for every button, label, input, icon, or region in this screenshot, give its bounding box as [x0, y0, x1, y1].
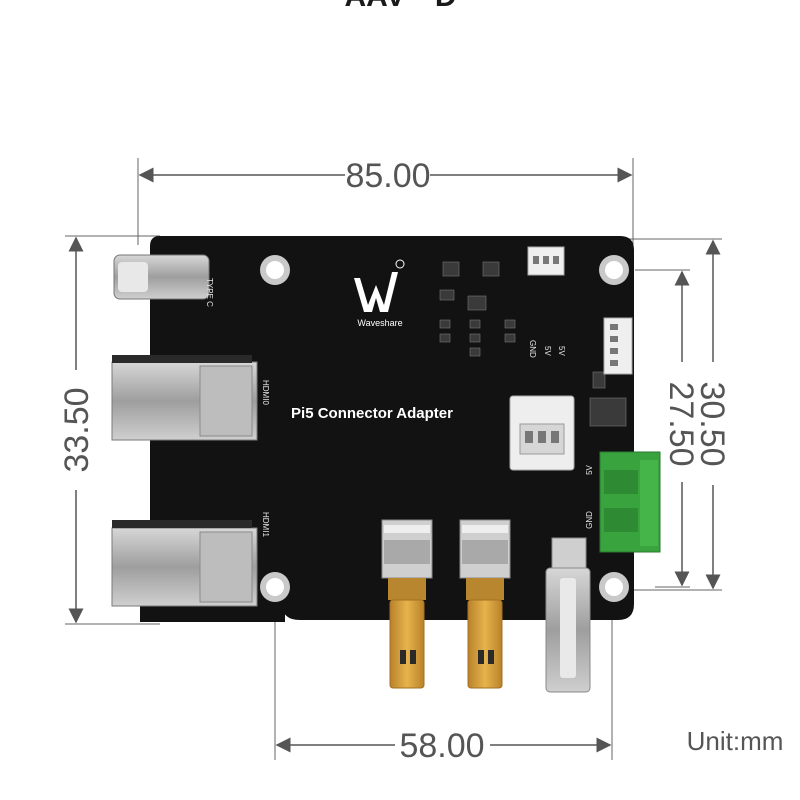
dim-30-label: 30.50 [693, 381, 731, 466]
unit-label: Unit:mm [687, 726, 784, 756]
hdmi1-port [111, 520, 258, 607]
dim-85-label: 85.00 [345, 157, 430, 195]
silk-hdmi1: HDMI1 [261, 512, 270, 537]
mounting-hole-bottom-right [599, 572, 629, 602]
waveshare-logo-icon [354, 272, 398, 312]
silk-terminal-5v: 5V [585, 464, 594, 474]
usb-c-plug [545, 537, 591, 693]
waveshare-logo: Waveshare [354, 259, 405, 328]
pcb-body [150, 236, 634, 620]
side-jst-connector [603, 317, 633, 375]
middle-jst-connector [509, 395, 575, 471]
smd-components [439, 261, 627, 427]
dimension-overall-width: 85.00 [137, 157, 634, 245]
usb-type-c-port [113, 254, 210, 300]
mounting-hole-bottom-left [260, 572, 290, 602]
board-title: Pi5 Connector Adapter [291, 405, 453, 422]
dim-58-label: 58.00 [399, 727, 484, 765]
dim-27-label: 27.50 [662, 381, 700, 466]
mounting-hole-top-right [599, 255, 629, 285]
hdmi0-port [111, 355, 258, 441]
dimension-hole-vertical: 27.50 [635, 269, 700, 588]
silk-hdmi0: HDMI0 [261, 380, 270, 405]
dimension-overall-height: 33.50 [58, 235, 160, 625]
dimension-right-height: 30.50 [615, 238, 731, 591]
green-terminal-block [599, 451, 661, 553]
dimension-hole-horizontal: 58.00 [274, 620, 613, 765]
brand-label: Waveshare [357, 318, 402, 328]
top-jst-connector [527, 246, 565, 276]
silk-terminal-gnd: GND [585, 511, 594, 529]
micro-hdmi-plug-right [459, 519, 511, 689]
mounting-holes [260, 255, 629, 602]
micro-hdmi-plug-left [381, 519, 433, 689]
silk-gnd: GND [528, 340, 537, 358]
silk-5v-a: 5V [543, 346, 552, 356]
dim-33-label: 33.50 [58, 387, 96, 472]
silk-type-c: TYPE C [205, 278, 214, 307]
silk-5v-b: 5V [557, 346, 566, 356]
mounting-hole-top-left [260, 255, 290, 285]
cropped-header-text: ᐟ AAV ᐟ D [323, 0, 456, 13]
